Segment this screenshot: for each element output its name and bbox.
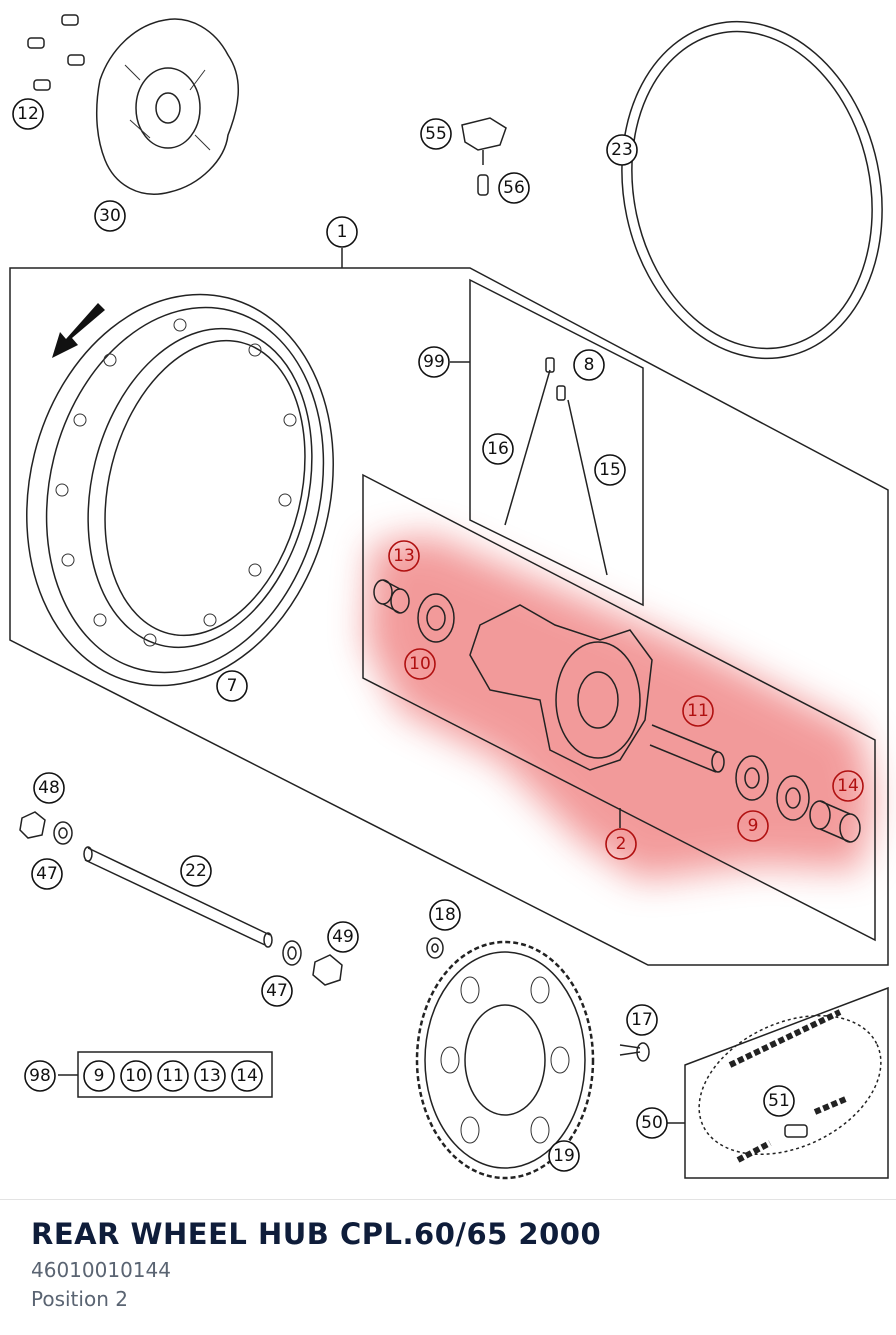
callout-12[interactable]: 12 bbox=[12, 98, 44, 130]
callout-51[interactable]: 51 bbox=[763, 1085, 795, 1117]
wheel-assembly-frame bbox=[9, 248, 889, 966]
part-name: REAR WHEEL HUB CPL.60/65 2000 bbox=[31, 1217, 602, 1251]
svg-text:10: 10 bbox=[125, 1066, 147, 1086]
spokes-frame bbox=[450, 278, 644, 607]
exploded-parts-diagram: 12 30 55 56 23 1 99 8 16 15 13 10 7 11 1… bbox=[9, 14, 889, 1180]
svg-text:22: 22 bbox=[185, 861, 207, 881]
callout-99[interactable]: 99 bbox=[418, 346, 450, 378]
part-number: 46010010144 bbox=[31, 1258, 171, 1282]
sprocket-bolt-drawing bbox=[619, 1042, 650, 1062]
svg-text:12: 12 bbox=[17, 104, 39, 124]
callout-10[interactable]: 10 bbox=[404, 648, 436, 680]
divider bbox=[0, 1199, 896, 1200]
callout-47-right[interactable]: 47 bbox=[261, 975, 293, 1007]
svg-text:7: 7 bbox=[227, 676, 238, 696]
callout-22[interactable]: 22 bbox=[180, 855, 212, 887]
valve-drawing bbox=[461, 117, 507, 196]
kit-98-box bbox=[58, 1051, 273, 1098]
kit-item-9: 9 bbox=[83, 1060, 115, 1092]
selected-assembly-highlight bbox=[365, 535, 875, 880]
svg-text:9: 9 bbox=[748, 816, 759, 836]
svg-text:15: 15 bbox=[599, 460, 621, 480]
callout-2[interactable]: 2 bbox=[605, 828, 637, 860]
svg-text:17: 17 bbox=[631, 1010, 653, 1030]
callout-18[interactable]: 18 bbox=[429, 899, 461, 931]
chain-frame bbox=[665, 986, 889, 1179]
kit-item-14: 14 bbox=[231, 1060, 263, 1092]
callout-7[interactable]: 7 bbox=[216, 670, 248, 702]
svg-text:19: 19 bbox=[553, 1146, 575, 1166]
callout-49[interactable]: 49 bbox=[327, 921, 359, 953]
svg-text:10: 10 bbox=[409, 654, 431, 674]
part-position: Position 2 bbox=[31, 1287, 128, 1311]
svg-text:47: 47 bbox=[36, 864, 58, 884]
callout-56[interactable]: 56 bbox=[498, 172, 530, 204]
svg-text:49: 49 bbox=[332, 927, 354, 947]
svg-text:30: 30 bbox=[99, 206, 121, 226]
svg-text:13: 13 bbox=[393, 546, 415, 566]
svg-text:16: 16 bbox=[487, 439, 509, 459]
svg-text:48: 48 bbox=[38, 778, 60, 798]
svg-text:23: 23 bbox=[611, 140, 633, 160]
sprocket-drawing bbox=[415, 940, 595, 1180]
kit-item-10: 10 bbox=[120, 1060, 152, 1092]
callout-98[interactable]: 98 bbox=[24, 1060, 56, 1092]
svg-text:50: 50 bbox=[641, 1113, 663, 1133]
brake-disc-drawing bbox=[95, 18, 239, 195]
axle-drawing bbox=[19, 811, 444, 986]
callout-48[interactable]: 48 bbox=[33, 772, 65, 804]
svg-text:18: 18 bbox=[434, 905, 456, 925]
svg-text:47: 47 bbox=[266, 981, 288, 1001]
callout-14[interactable]: 14 bbox=[832, 770, 864, 802]
hub-frame bbox=[362, 473, 876, 942]
callout-50[interactable]: 50 bbox=[636, 1107, 668, 1139]
svg-text:56: 56 bbox=[503, 178, 525, 198]
callout-13[interactable]: 13 bbox=[388, 540, 420, 572]
svg-text:11: 11 bbox=[687, 701, 709, 721]
svg-text:14: 14 bbox=[837, 776, 859, 796]
callout-9[interactable]: 9 bbox=[737, 810, 769, 842]
callout-16[interactable]: 16 bbox=[482, 433, 514, 465]
rim-drawing bbox=[26, 293, 334, 687]
callout-30[interactable]: 30 bbox=[94, 200, 126, 232]
svg-text:98: 98 bbox=[29, 1066, 51, 1086]
svg-text:2: 2 bbox=[616, 834, 627, 854]
svg-text:1: 1 bbox=[337, 222, 348, 242]
svg-text:99: 99 bbox=[423, 352, 445, 372]
svg-text:9: 9 bbox=[94, 1066, 105, 1086]
callout-47[interactable]: 47 bbox=[31, 858, 63, 890]
callout-11[interactable]: 11 bbox=[682, 695, 714, 727]
rotation-arrow-icon bbox=[52, 303, 105, 358]
svg-text:14: 14 bbox=[236, 1066, 258, 1086]
svg-text:11: 11 bbox=[162, 1066, 184, 1086]
kit-item-11: 11 bbox=[157, 1060, 189, 1092]
callout-15[interactable]: 15 bbox=[594, 454, 626, 486]
callout-17[interactable]: 17 bbox=[626, 1004, 658, 1036]
rim-band-drawing bbox=[621, 20, 883, 360]
disc-bolts-drawing bbox=[27, 14, 85, 91]
kit-item-13: 13 bbox=[194, 1060, 226, 1092]
callout-19[interactable]: 19 bbox=[548, 1140, 580, 1172]
callout-23[interactable]: 23 bbox=[606, 134, 638, 166]
svg-text:13: 13 bbox=[199, 1066, 221, 1086]
part-info-panel: REAR WHEEL HUB CPL.60/65 2000 4601001014… bbox=[31, 1212, 601, 1314]
callout-8[interactable]: 8 bbox=[573, 349, 605, 381]
svg-text:55: 55 bbox=[425, 124, 447, 144]
hub-parts-drawing bbox=[373, 579, 861, 843]
callout-55[interactable]: 55 bbox=[420, 118, 452, 150]
svg-text:51: 51 bbox=[768, 1091, 790, 1111]
svg-text:8: 8 bbox=[584, 355, 595, 375]
callout-1[interactable]: 1 bbox=[326, 216, 358, 248]
